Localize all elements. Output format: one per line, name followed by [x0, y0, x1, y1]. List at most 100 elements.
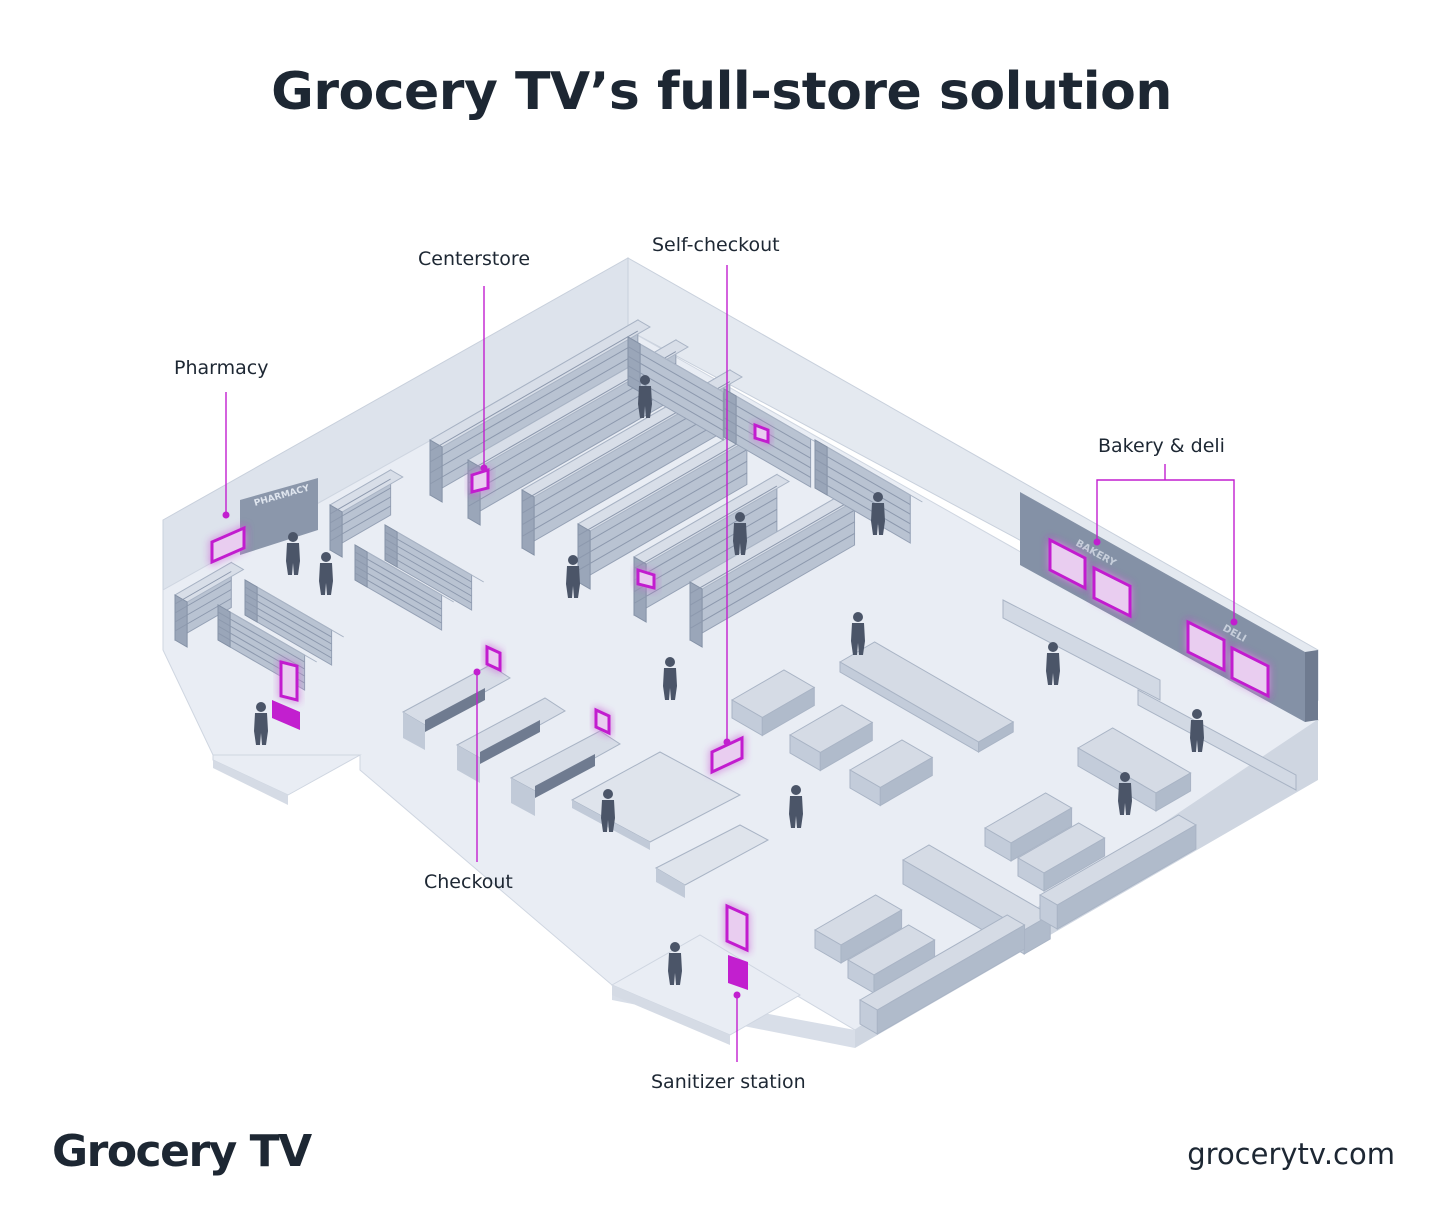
shopper-body [668, 953, 682, 985]
aisle-shelves [174, 319, 923, 691]
shopper-body [566, 566, 580, 598]
shelf-line [174, 598, 232, 632]
shopper-figure [733, 512, 747, 555]
sanitizer-station-body [728, 955, 748, 990]
produce-bin [849, 739, 934, 807]
callout-pharmacy: Pharmacy [174, 357, 269, 379]
shelf-line [689, 509, 855, 606]
shelf-line [429, 341, 639, 463]
shelf-line [723, 426, 811, 478]
shopper-figure [668, 942, 682, 985]
shopper-figure [851, 612, 865, 655]
shelf-line [217, 618, 305, 670]
shelf-line [354, 565, 442, 617]
produce-bin [789, 704, 874, 772]
shelf-line [329, 496, 391, 533]
shopper-body [286, 543, 300, 575]
shelf-unit [384, 524, 484, 611]
shelf-line [689, 532, 855, 629]
shelf-line [384, 531, 472, 583]
shelf-line [627, 346, 724, 403]
aisle-endcap-screen [636, 567, 656, 590]
shelf-line [244, 607, 332, 659]
shelf-line [384, 538, 472, 590]
centerstore-endcap-screen [470, 467, 490, 494]
callout-bakery-deli: Bakery & deli [1098, 435, 1225, 457]
shopper-figure [286, 532, 300, 575]
shelf-unit [244, 579, 344, 666]
shopper-head [640, 375, 650, 385]
shopper-figure [566, 555, 580, 598]
shelf-line [633, 508, 778, 593]
shopper-figure [871, 492, 885, 535]
shelf-line [689, 521, 855, 618]
shelf-line [577, 472, 748, 571]
produce-bin [1039, 814, 1197, 930]
shelf-line [521, 415, 731, 537]
shelf-line [723, 398, 811, 450]
shelf-line [174, 580, 232, 614]
shopper-body [733, 523, 747, 555]
brand-logo: Grocery TV [52, 1126, 312, 1177]
shopper-head [568, 555, 578, 565]
shelf-line [521, 404, 731, 526]
shopper-head [321, 552, 331, 562]
shopper-figure [638, 375, 652, 418]
shelf-line [354, 572, 442, 624]
shelf-line [577, 449, 748, 548]
pharmacy-counter: PHARMACY [240, 478, 318, 555]
callout-centerstore: Centerstore [418, 248, 531, 270]
shelf-line [429, 330, 639, 452]
shelf-line [633, 520, 778, 604]
shelf-line [577, 460, 748, 560]
shelf-line [329, 478, 391, 515]
shelf-line [384, 545, 472, 597]
shelf-line [329, 505, 391, 542]
shopper-body [663, 668, 677, 700]
shelf-line [577, 437, 748, 537]
shopper-head [603, 789, 613, 799]
shopper-figure [319, 552, 333, 595]
shelf-line [354, 558, 442, 610]
shopper-figure [789, 785, 803, 828]
shelf-unit [354, 544, 454, 631]
shopper-body [1190, 720, 1204, 752]
shopper-body [254, 713, 268, 745]
shopper-head [665, 657, 675, 667]
shoppers [254, 375, 1204, 985]
produce-bin [859, 914, 1026, 1035]
checkout-lanes [401, 664, 621, 816]
deli-screen-1 [1186, 619, 1226, 673]
shelf-line [244, 586, 332, 638]
shelf-line [627, 355, 724, 412]
back-aisle-screen [753, 422, 770, 445]
callout-checkout: Checkout [424, 871, 513, 893]
produce-bin [984, 792, 1073, 862]
shopper-figure [1190, 709, 1204, 752]
shelf-line [633, 497, 778, 581]
shopper-body [638, 386, 652, 418]
produce-bin [1017, 822, 1106, 892]
pharmacy-kiosk-body [272, 700, 300, 730]
shelf-line [627, 365, 724, 422]
shelf-unit [577, 425, 760, 590]
shopper-body [789, 796, 803, 828]
shelf-line [174, 589, 232, 623]
shopper-figure [663, 657, 677, 700]
shopper-body [1118, 783, 1132, 815]
shopper-figure [601, 789, 615, 832]
shelf-line [814, 477, 911, 534]
produce-bin [814, 894, 903, 964]
shelf-line [689, 498, 855, 595]
shopper-body [871, 503, 885, 535]
shopper-head [1192, 709, 1202, 719]
shopper-head [1120, 772, 1130, 782]
website-url: grocerytv.com [1187, 1137, 1395, 1171]
shelf-line [329, 487, 391, 524]
shopper-head [873, 492, 883, 502]
shelf-unit [633, 473, 791, 623]
shelf-line [354, 551, 442, 603]
shelf-unit [689, 486, 868, 648]
callout-self-checkout: Self-checkout [652, 234, 780, 256]
